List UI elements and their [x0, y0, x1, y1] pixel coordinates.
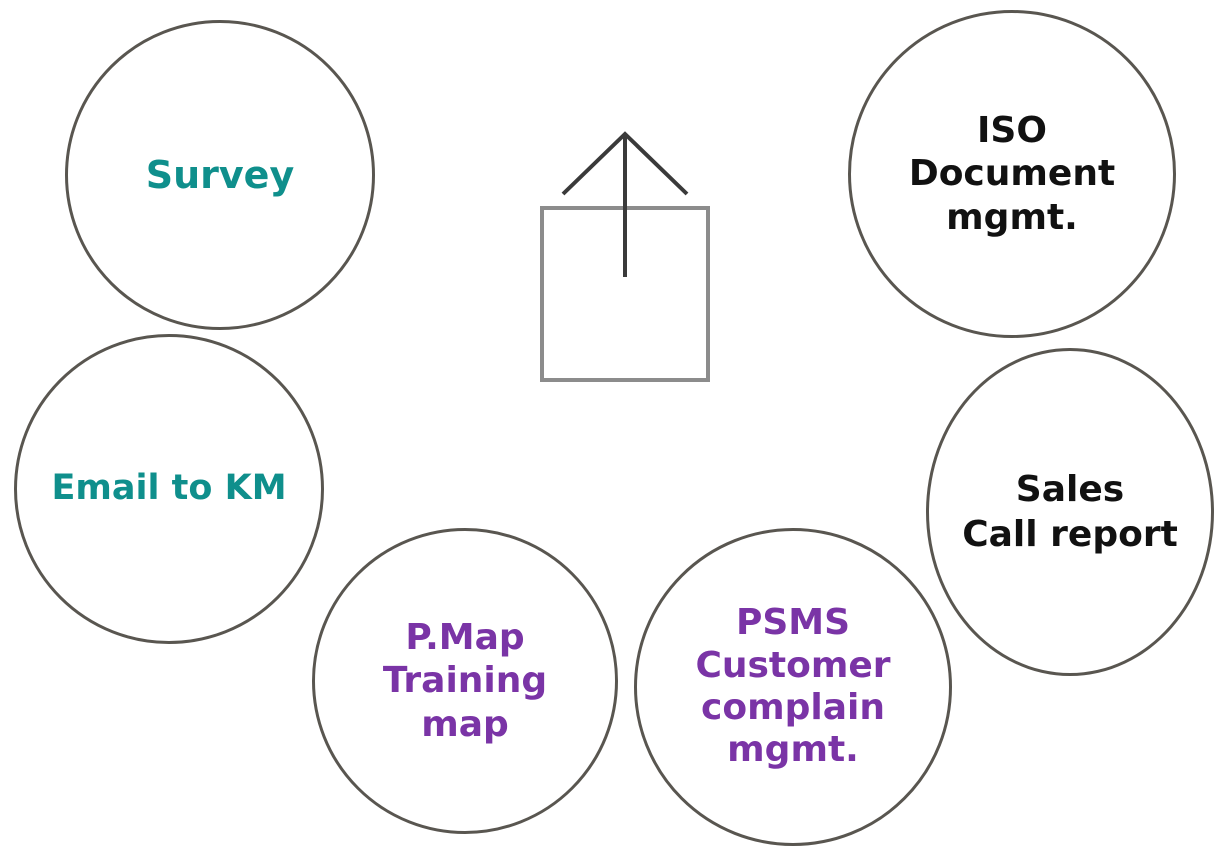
- psms-customer-complain-circle[interactable]: PSMS Customer complain mgmt.: [634, 528, 952, 846]
- psms-label-line-1: PSMS: [735, 602, 851, 644]
- email-to-km-label: Email to KM: [51, 468, 287, 509]
- psms-label-line-4: mgmt.: [727, 729, 859, 771]
- iso-label-line-1: ISO: [977, 110, 1047, 152]
- sales-call-report-circle[interactable]: Sales Call report: [926, 348, 1214, 676]
- survey-label: Survey: [145, 152, 295, 197]
- iso-label-line-3: mgmt.: [946, 196, 1078, 238]
- export-upload-icon[interactable]: [530, 120, 730, 390]
- arrow-head-icon: [561, 131, 689, 196]
- pmap-label-line-2: Training: [382, 660, 548, 702]
- pmap-training-map-circle[interactable]: P.Map Training map: [312, 528, 618, 834]
- pmap-label-line-3: map: [421, 703, 509, 745]
- email-to-km-circle[interactable]: Email to KM: [14, 334, 324, 644]
- psms-label-line-2: Customer: [695, 644, 891, 686]
- sales-label-line-2: Call report: [962, 514, 1178, 555]
- psms-label-line-3: complain: [701, 687, 885, 728]
- iso-label-line-2: Document: [908, 153, 1116, 195]
- sales-label-line-1: Sales: [1015, 469, 1125, 510]
- pmap-label-line-1: P.Map: [405, 617, 525, 659]
- iso-document-mgmt-circle[interactable]: ISO Document mgmt.: [848, 10, 1176, 338]
- survey-circle[interactable]: Survey: [65, 20, 375, 330]
